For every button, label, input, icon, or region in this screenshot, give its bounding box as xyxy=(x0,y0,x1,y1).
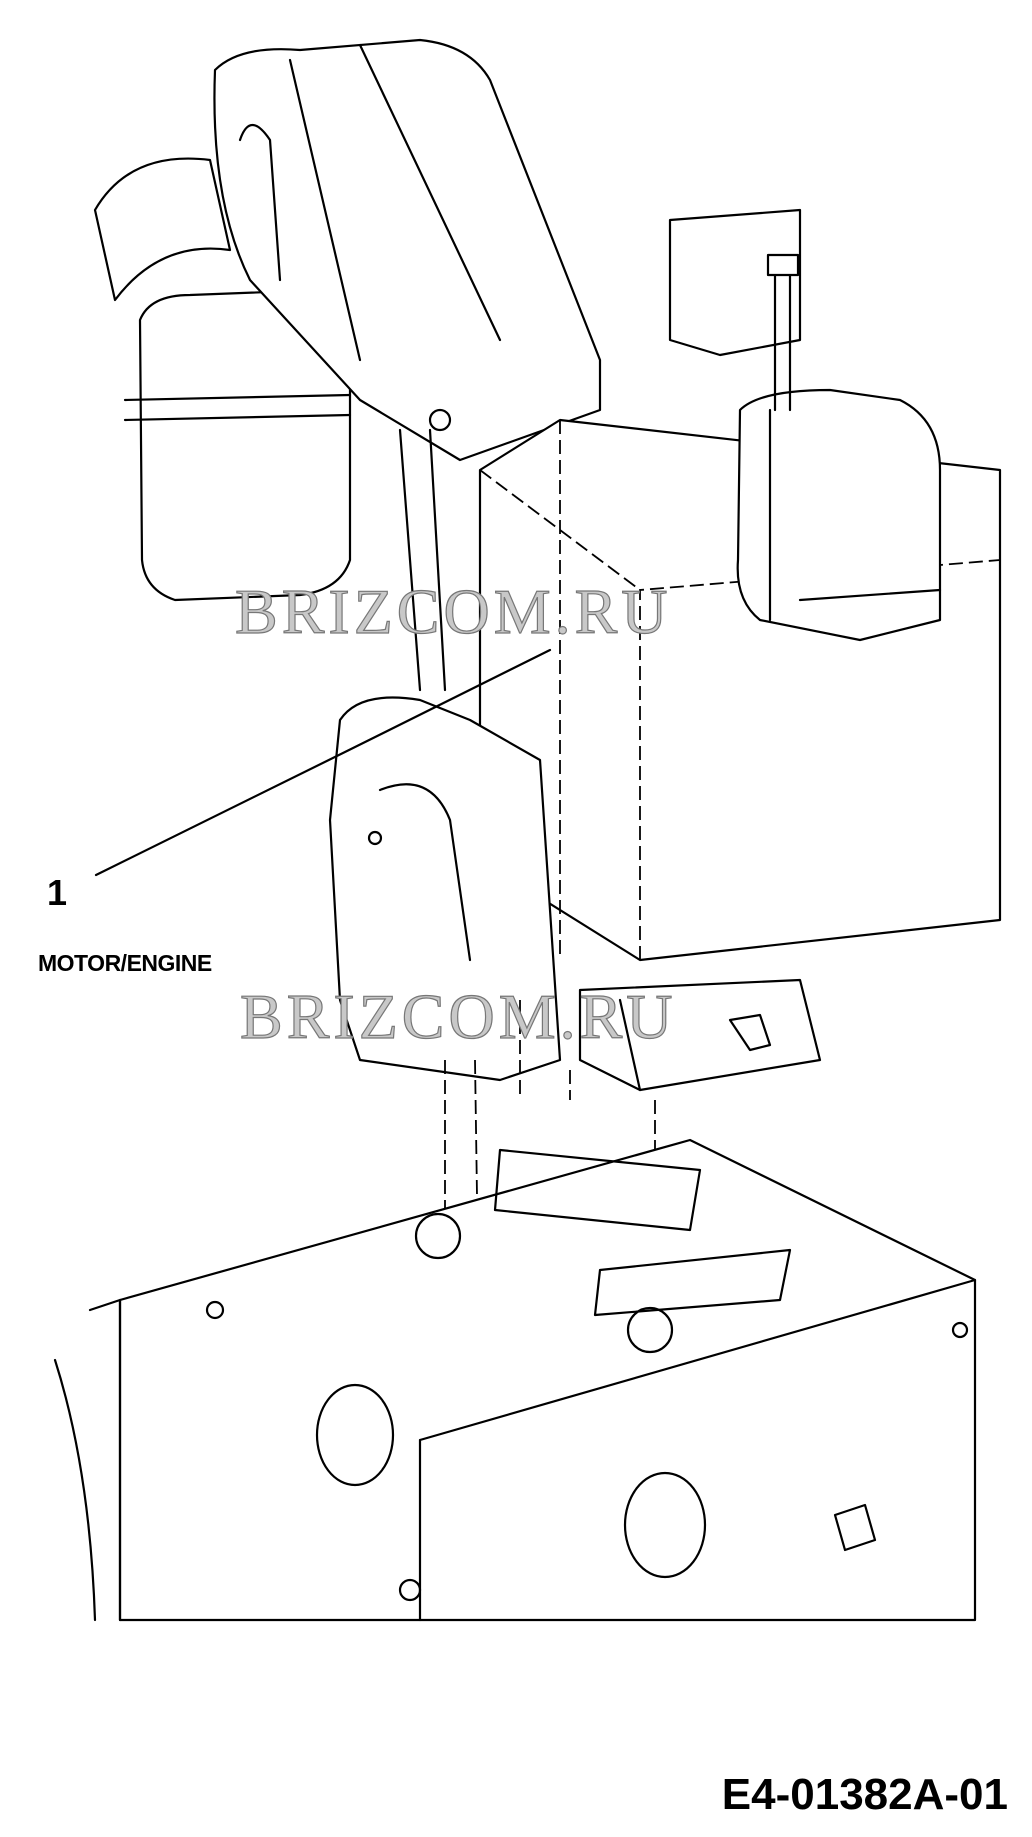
callout-number: 1 xyxy=(47,872,68,913)
callout-leader-line xyxy=(94,648,552,877)
watermark-bottom: BRIZCOM.RU xyxy=(239,980,677,1052)
watermark-top: BRIZCOM.RU xyxy=(234,575,672,647)
drawing-id: E4-01382A-01 xyxy=(721,1770,1008,1819)
chassis-frame xyxy=(53,1059,977,1622)
engine-assembly xyxy=(93,38,1002,1100)
callout-part-label: MOTOR/ENGINE xyxy=(38,950,212,976)
